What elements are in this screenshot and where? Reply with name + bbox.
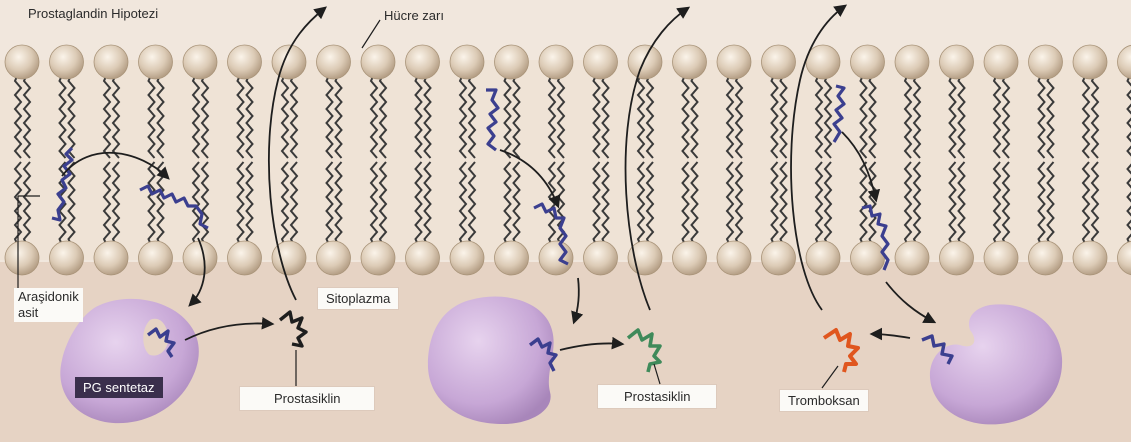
phospholipid-head: [717, 45, 751, 79]
phospholipid-head: [673, 241, 707, 275]
arachidonic-acid-label-line1: Araşidonik: [18, 289, 79, 305]
phospholipid-head: [895, 45, 929, 79]
phospholipid-head: [539, 45, 573, 79]
phospholipid-head: [539, 241, 573, 275]
phospholipid-head: [762, 241, 796, 275]
thromboxane-label: Tromboksan: [780, 390, 868, 411]
phospholipid-head: [5, 241, 39, 275]
phospholipid-head: [762, 45, 796, 79]
phospholipid-head: [139, 45, 173, 79]
phospholipid-head: [406, 241, 440, 275]
phospholipid-head: [628, 241, 662, 275]
phospholipid-head: [317, 241, 351, 275]
phospholipid-head: [895, 241, 929, 275]
phospholipid-head: [851, 45, 885, 79]
phospholipid-head: [495, 241, 529, 275]
phospholipid-head: [806, 241, 840, 275]
phospholipid-head: [1073, 45, 1107, 79]
phospholipid-head: [361, 241, 395, 275]
phospholipid-head: [940, 45, 974, 79]
phospholipid-head: [584, 45, 618, 79]
pg-synthetase-label: PG sentetaz: [75, 377, 163, 398]
phospholipid-head: [495, 45, 529, 79]
cytoplasm-label: Sitoplazma: [318, 288, 398, 309]
phospholipid-head: [851, 241, 885, 275]
phospholipid-head: [50, 241, 84, 275]
phospholipid-head: [584, 241, 618, 275]
arachidonic-acid-label: Araşidonik asit: [14, 288, 83, 322]
phospholipid-head: [450, 45, 484, 79]
phospholipid-head: [94, 241, 128, 275]
cell-membrane-label: Hücre zarı: [384, 8, 444, 23]
phospholipid-head: [183, 241, 217, 275]
phospholipid-head: [984, 45, 1018, 79]
phospholipid-head: [628, 45, 662, 79]
prostacyclin-label-middle: Prostasiklin: [598, 385, 716, 408]
phospholipid-head: [940, 241, 974, 275]
phospholipid-head: [1029, 45, 1063, 79]
arachidonic-acid-label-line2: asit: [18, 305, 79, 321]
phospholipid-head: [94, 45, 128, 79]
phospholipid-head: [450, 241, 484, 275]
phospholipid-head: [139, 241, 173, 275]
phospholipid-head: [50, 45, 84, 79]
prostacyclin-label-left: Prostasiklin: [240, 387, 374, 410]
diagram-title: Prostaglandin Hipotezi: [28, 6, 158, 21]
phospholipid-head: [228, 241, 262, 275]
phospholipid-head: [228, 45, 262, 79]
membrane-core: [0, 60, 1131, 260]
phospholipid-head: [406, 45, 440, 79]
phospholipid-head: [1029, 241, 1063, 275]
phospholipid-head: [717, 241, 751, 275]
phospholipid-head: [806, 45, 840, 79]
phospholipid-head: [1073, 241, 1107, 275]
phospholipid-head: [361, 45, 395, 79]
phospholipid-head: [183, 45, 217, 79]
phospholipid-head: [984, 241, 1018, 275]
phospholipid-head: [673, 45, 707, 79]
phospholipid-head: [317, 45, 351, 79]
enzyme-middle: [428, 297, 554, 425]
phospholipid-head: [5, 45, 39, 79]
